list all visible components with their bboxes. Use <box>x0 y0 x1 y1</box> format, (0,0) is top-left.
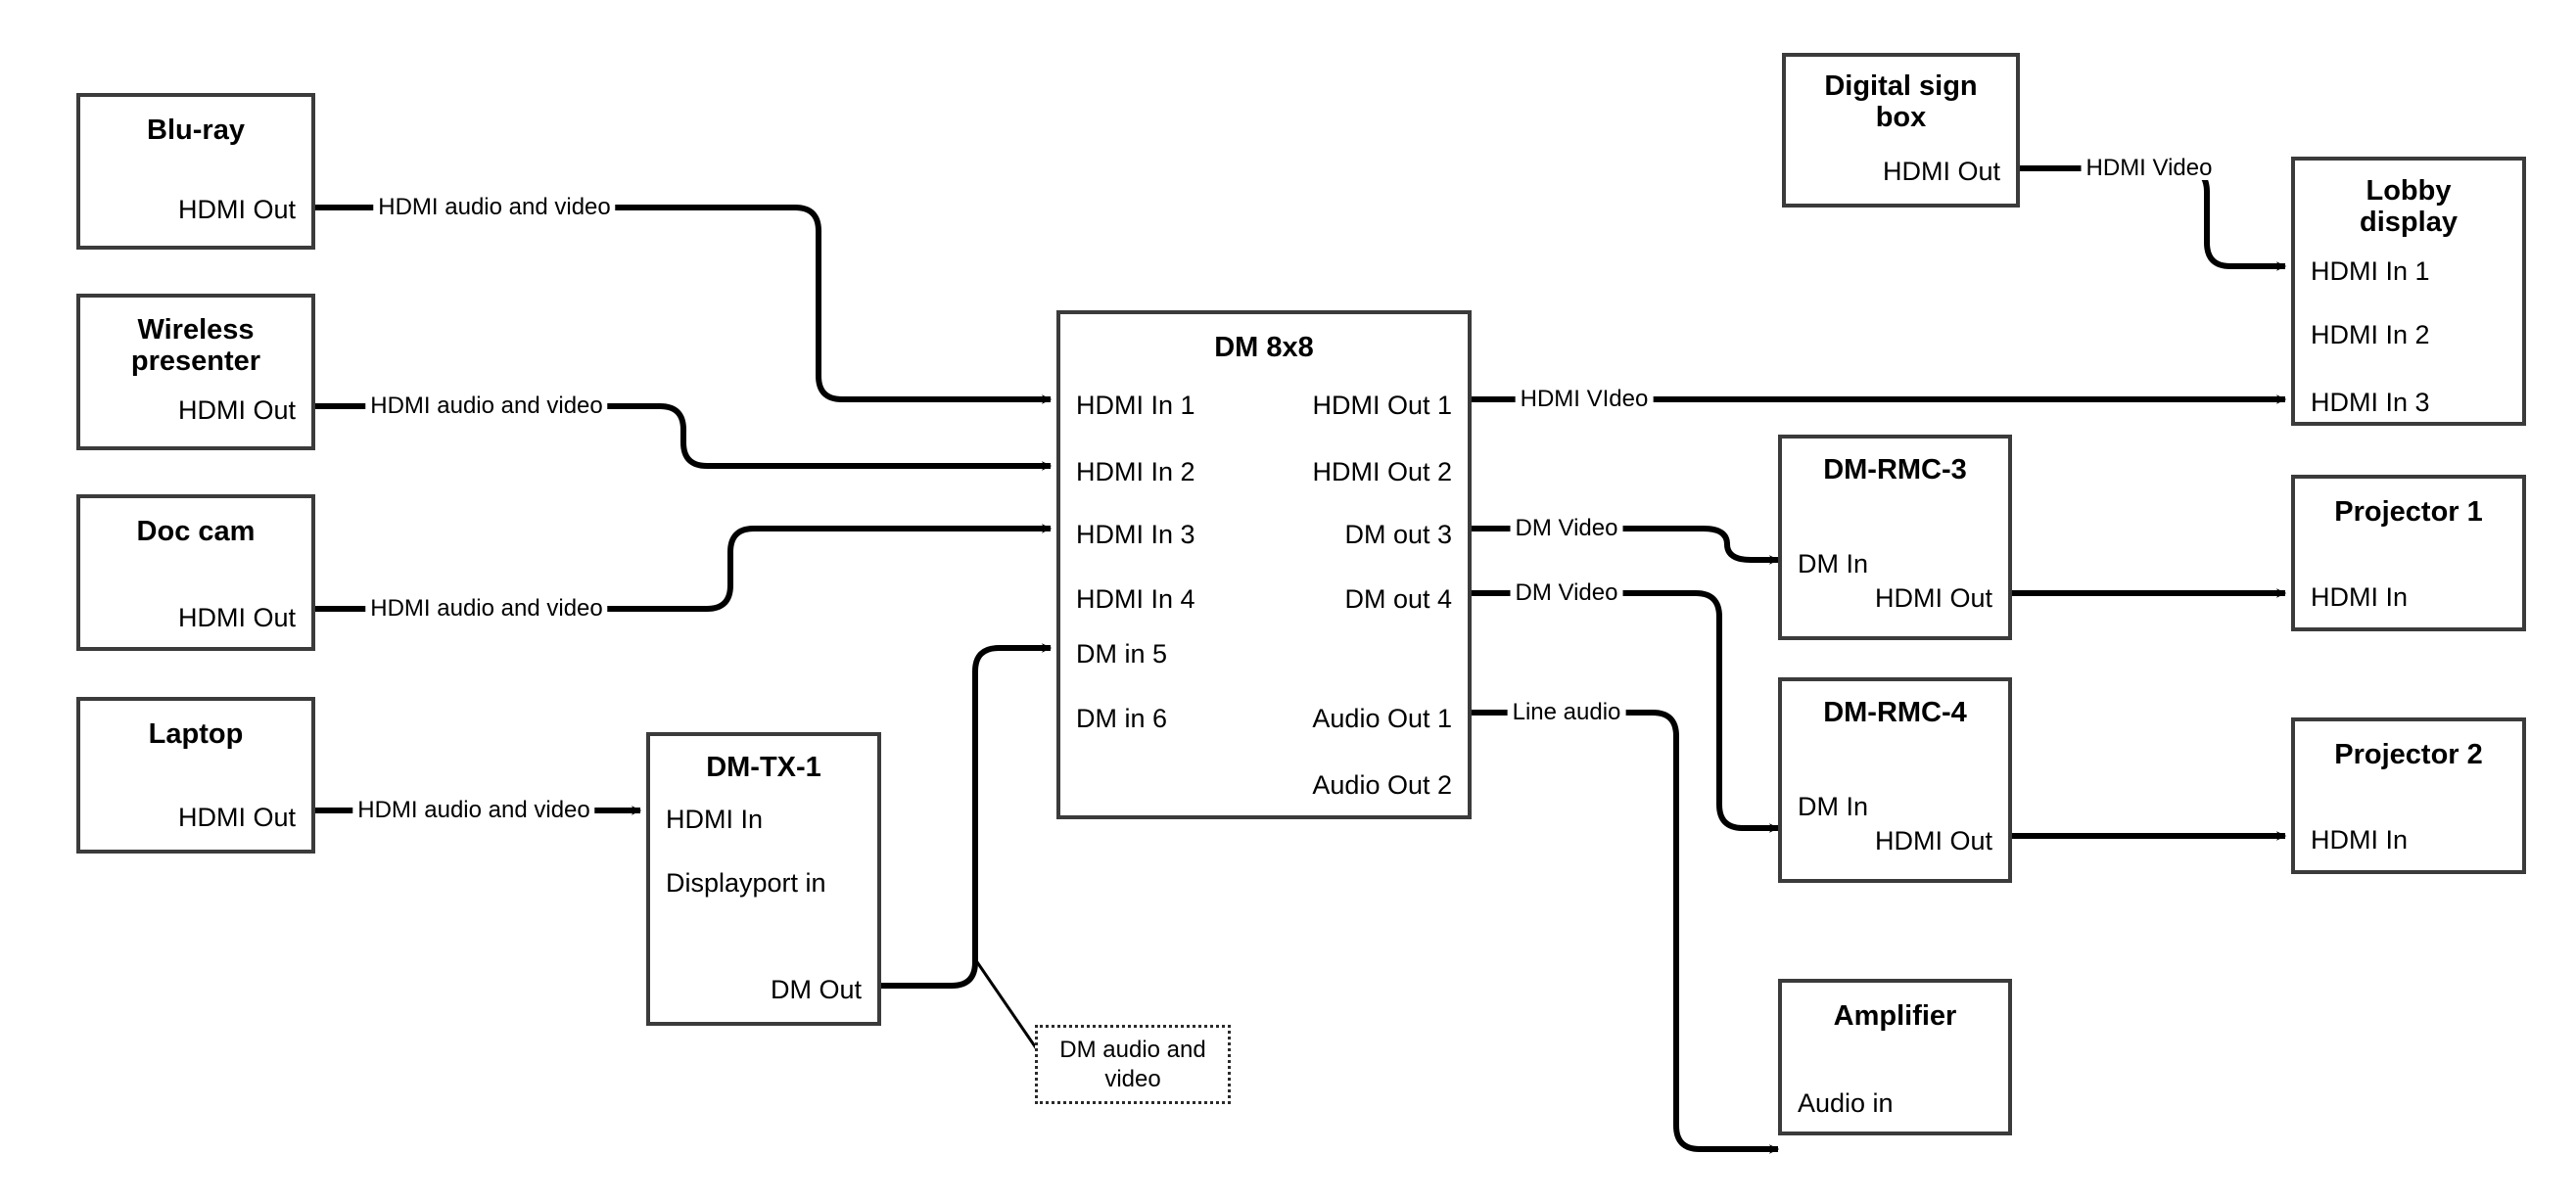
port-lobby-hdmi-in-1: HDMI In 1 <box>2311 256 2430 286</box>
port-projector1-hdmi-in: HDMI In <box>2311 582 2409 612</box>
wire-label-sign-to-lobby: HDMI Video <box>2081 157 2218 180</box>
node-dm-8x8-title: DM 8x8 <box>1214 332 1314 363</box>
node-bluray[interactable]: Blu-ray HDMI Out <box>76 93 315 250</box>
node-lobby-display[interactable]: Lobby display HDMI In 1 HDMI In 2 HDMI I… <box>2291 157 2526 426</box>
wire-dmtx1-to-dm8x8 <box>881 643 1053 989</box>
node-bluray-title: Blu-ray <box>147 115 245 146</box>
wire-doccam-to-dm8x8 <box>314 524 1053 612</box>
port-dm8x8-dm-in-5: DM in 5 <box>1076 639 1168 669</box>
port-dm8x8-dm-in-6: DM in 6 <box>1076 704 1168 733</box>
port-dm8x8-hdmi-in-1: HDMI In 1 <box>1076 391 1195 420</box>
wire-label-bluray-to-dm8x8: HDMI audio and video <box>373 196 616 219</box>
port-dm8x8-hdmi-in-2: HDMI In 2 <box>1076 457 1195 486</box>
node-dm-tx-1-title: DM-TX-1 <box>706 752 821 783</box>
port-wireless-hdmi-out: HDMI Out <box>177 395 296 425</box>
node-dm-rmc-4[interactable]: DM-RMC-4 DM In HDMI Out <box>1778 677 2012 883</box>
wire-label-doccam-to-dm8x8: HDMI audio and video <box>365 597 608 621</box>
node-dm-tx-1[interactable]: DM-TX-1 HDMI In Displayport in DM Out <box>646 732 881 1026</box>
port-doccam-hdmi-out: HDMI Out <box>177 603 296 632</box>
port-dm8x8-audio-out-1: Audio Out 1 <box>1312 704 1452 733</box>
port-dm8x8-dm-out-4: DM out 4 <box>1344 584 1452 614</box>
node-projector-2-title: Projector 2 <box>2334 739 2483 770</box>
node-dm-8x8[interactable]: DM 8x8 HDMI In 1 HDMI In 2 HDMI In 3 HDM… <box>1056 310 1472 819</box>
port-bluray-hdmi-out: HDMI Out <box>177 195 296 224</box>
port-lobby-hdmi-in-2: HDMI In 2 <box>2311 320 2430 349</box>
callout-leader-line <box>973 958 1039 1050</box>
port-projector2-hdmi-in: HDMI In <box>2311 825 2409 855</box>
wire-label-dm8x8-out4-to-rmc4: DM Video <box>1510 581 1623 605</box>
node-projector-1-title: Projector 1 <box>2334 496 2483 528</box>
node-laptop[interactable]: Laptop HDMI Out <box>76 697 315 854</box>
node-wireless-presenter-title: Wireless presenter <box>130 314 261 378</box>
node-wireless-presenter[interactable]: Wireless presenter HDMI Out <box>76 294 315 450</box>
node-dm-rmc-3[interactable]: DM-RMC-3 DM In HDMI Out <box>1778 435 2012 640</box>
port-dm8x8-audio-out-2: Audio Out 2 <box>1312 770 1452 800</box>
wire-label-dm8x8-out3-to-rmc3: DM Video <box>1510 517 1623 540</box>
wire-wireless-to-dm8x8 <box>314 403 1053 471</box>
wire-label-audio-to-amplifier: Line audio <box>1507 701 1626 724</box>
port-rmc3-hdmi-out: HDMI Out <box>1874 583 1992 613</box>
port-dmtx1-displayport-in: Displayport in <box>666 868 826 898</box>
node-laptop-title: Laptop <box>148 718 244 750</box>
node-dm-rmc-4-title: DM-RMC-4 <box>1823 697 1967 728</box>
callout-dm-audio-and-video: DM audio and video <box>1035 1025 1231 1104</box>
port-lobby-hdmi-in-3: HDMI In 3 <box>2311 388 2430 417</box>
port-dm8x8-hdmi-out-1: HDMI Out 1 <box>1312 391 1452 420</box>
port-digitalsign-hdmi-out: HDMI Out <box>1882 157 2000 186</box>
node-amplifier[interactable]: Amplifier Audio in <box>1778 979 2012 1135</box>
wire-label-laptop-to-dmtx1: HDMI audio and video <box>352 799 595 822</box>
wire-dm8x8-out3-to-rmc3 <box>1472 526 1780 565</box>
node-doc-cam[interactable]: Doc cam HDMI Out <box>76 494 315 651</box>
wire-label-dm8x8-out1-to-lobby: HDMI VIdeo <box>1515 388 1654 411</box>
port-dm8x8-dm-out-3: DM out 3 <box>1344 520 1452 549</box>
wire-dm8x8-out4-to-rmc4 <box>1472 590 1780 833</box>
node-projector-1[interactable]: Projector 1 HDMI In <box>2291 475 2526 631</box>
wire-bluray-to-dm8x8 <box>314 205 1053 404</box>
port-dm8x8-hdmi-out-2: HDMI Out 2 <box>1312 457 1452 486</box>
port-laptop-hdmi-out: HDMI Out <box>177 803 296 832</box>
port-dm8x8-hdmi-in-3: HDMI In 3 <box>1076 520 1195 549</box>
node-lobby-display-title: Lobby display <box>2360 175 2458 239</box>
node-doc-cam-title: Doc cam <box>136 516 256 547</box>
node-amplifier-title: Amplifier <box>1833 1000 1957 1032</box>
node-digital-sign-box-title: Digital sign box <box>1824 70 1978 134</box>
port-dmtx1-hdmi-in: HDMI In <box>666 805 764 834</box>
node-digital-sign-box[interactable]: Digital sign box HDMI Out <box>1782 53 2020 208</box>
port-rmc3-dm-in: DM In <box>1798 549 1869 578</box>
port-amplifier-audio-in: Audio in <box>1798 1088 1894 1118</box>
port-dmtx1-dm-out: DM Out <box>770 975 862 1004</box>
port-rmc4-dm-in: DM In <box>1798 792 1869 821</box>
wire-label-wireless-to-dm8x8: HDMI audio and video <box>365 394 608 418</box>
port-rmc4-hdmi-out: HDMI Out <box>1874 826 1992 855</box>
wire-dm8x8-audio-to-amplifier <box>1472 710 1780 1154</box>
node-dm-rmc-3-title: DM-RMC-3 <box>1823 454 1967 485</box>
wire-sign-to-lobby <box>2020 165 2287 271</box>
node-projector-2[interactable]: Projector 2 HDMI In <box>2291 717 2526 874</box>
port-dm8x8-hdmi-in-4: HDMI In 4 <box>1076 584 1195 614</box>
